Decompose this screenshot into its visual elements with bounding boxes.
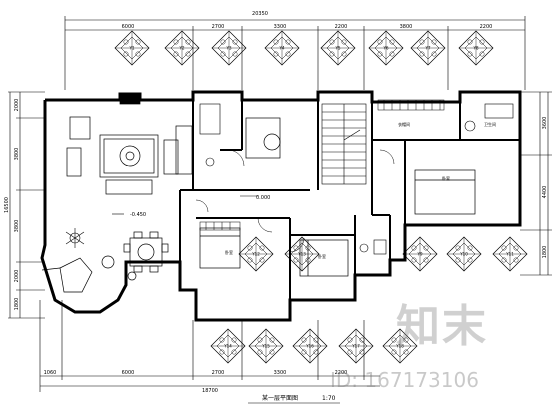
bed-furniture: [199, 117, 476, 277]
left-overall-dim: 16500: [4, 197, 10, 213]
top-dim-6: 2200: [480, 24, 493, 30]
elevation-living: -0.450: [130, 212, 146, 218]
index-tag-label: Y6: [383, 46, 389, 51]
room-label-closet: 衣帽间: [398, 121, 410, 127]
index-tag-label: Y10: [459, 252, 468, 257]
plant-icon: [65, 228, 85, 248]
bathroom-fixtures: [199, 103, 514, 255]
index-tag-label: Y7: [425, 46, 431, 51]
index-tag-label: Y5: [335, 46, 341, 51]
left-dim-1: 2000: [14, 99, 20, 112]
door-swings: [195, 149, 395, 253]
elevation-hall: 0.000: [256, 195, 270, 201]
right-dim-2: 4400: [542, 186, 548, 199]
room-label-bedroom-2: 卧室: [318, 253, 326, 259]
piano-area: [41, 257, 93, 293]
index-tag-icon: Y15: [248, 328, 284, 364]
index-tag-label: Y9: [417, 252, 423, 257]
index-tag-icon: Y4: [264, 30, 300, 66]
left-dim-2: 3800: [14, 148, 20, 161]
plan-title: 某一层平面图: [262, 395, 298, 402]
index-tag-icon: Y12: [238, 236, 274, 272]
staircase: [321, 103, 367, 185]
bottom-dim-3: 2700: [212, 370, 225, 376]
bottom-dimension-lines: [39, 300, 380, 392]
section-markers: [112, 195, 258, 215]
top-overall-dim: 20350: [252, 11, 268, 17]
index-tag-label: Y2: [179, 46, 185, 51]
room-label-bedroom-1: 卧室: [225, 249, 233, 255]
index-tag-icon: Y11: [492, 236, 528, 272]
top-dim-1: 6000: [122, 24, 135, 30]
room-label-bathroom: 卫生间: [484, 121, 496, 127]
index-tag-label: Y17: [351, 344, 360, 349]
top-dim-5: 3800: [400, 24, 413, 30]
index-tag-label: Y8: [473, 46, 479, 51]
index-tag-label: Y16: [305, 344, 314, 349]
bottom-dim-2: 6000: [122, 370, 135, 376]
right-dim-3: 1800: [542, 246, 548, 259]
left-dim-4: 2000: [14, 270, 20, 283]
index-tag-label: Y18: [395, 344, 404, 349]
index-tag-icon: Y18: [382, 328, 418, 364]
bottom-dim-5: 2200: [335, 370, 348, 376]
index-tag-icon: Y10: [446, 236, 482, 272]
index-tag-icon: Y6: [368, 30, 404, 66]
index-tag-label: Y4: [279, 46, 285, 51]
left-dim-5: 1800: [14, 298, 20, 311]
index-tag-icon: Y8: [458, 30, 494, 66]
index-tag-icon: Y7: [410, 30, 446, 66]
index-tag-icon: Y3: [211, 30, 247, 66]
living-room-furniture: [66, 93, 193, 195]
plan-scale: 1:70: [322, 395, 336, 402]
index-tag-icon: Y1: [114, 30, 150, 66]
dining-furniture: [101, 231, 169, 281]
index-tag-icon: Y2: [164, 30, 200, 66]
top-dimension-lines: [64, 16, 526, 90]
index-tag-label: Y15: [261, 344, 270, 349]
room-label-bedroom-3: 卧室: [442, 175, 450, 181]
bottom-dim-4: 3300: [274, 370, 287, 376]
right-dimension-lines: [520, 91, 552, 276]
index-tag-label: Y13: [297, 252, 306, 257]
top-dim-3: 3300: [274, 24, 287, 30]
index-tag-icon: Y9: [402, 236, 438, 272]
index-tag-icon: Y5: [320, 30, 356, 66]
bottom-dim-1: 1060: [44, 370, 57, 376]
left-dimension-lines: [8, 91, 45, 319]
exterior-walls: [40, 90, 522, 322]
index-tag-icon: Y14: [210, 328, 246, 364]
wardrobe-furniture: [199, 99, 445, 231]
index-tag-label: Y14: [223, 344, 232, 349]
right-dim-1: 3600: [542, 117, 548, 130]
top-dim-4: 2200: [335, 24, 348, 30]
index-tag-label: Y3: [226, 46, 232, 51]
index-tag-label: Y1: [129, 46, 135, 51]
left-dim-3: 3800: [14, 220, 20, 233]
index-tag-label: Y12: [251, 252, 260, 257]
interior-walls: [179, 100, 520, 320]
index-tag-icon: Y16: [292, 328, 328, 364]
top-dim-2: 2700: [212, 24, 225, 30]
index-tag-label: Y11: [505, 252, 514, 257]
bottom-overall-dim: 18700: [202, 388, 218, 394]
index-tag-icon: Y13: [284, 236, 320, 272]
index-tag-icon: Y17: [338, 328, 374, 364]
